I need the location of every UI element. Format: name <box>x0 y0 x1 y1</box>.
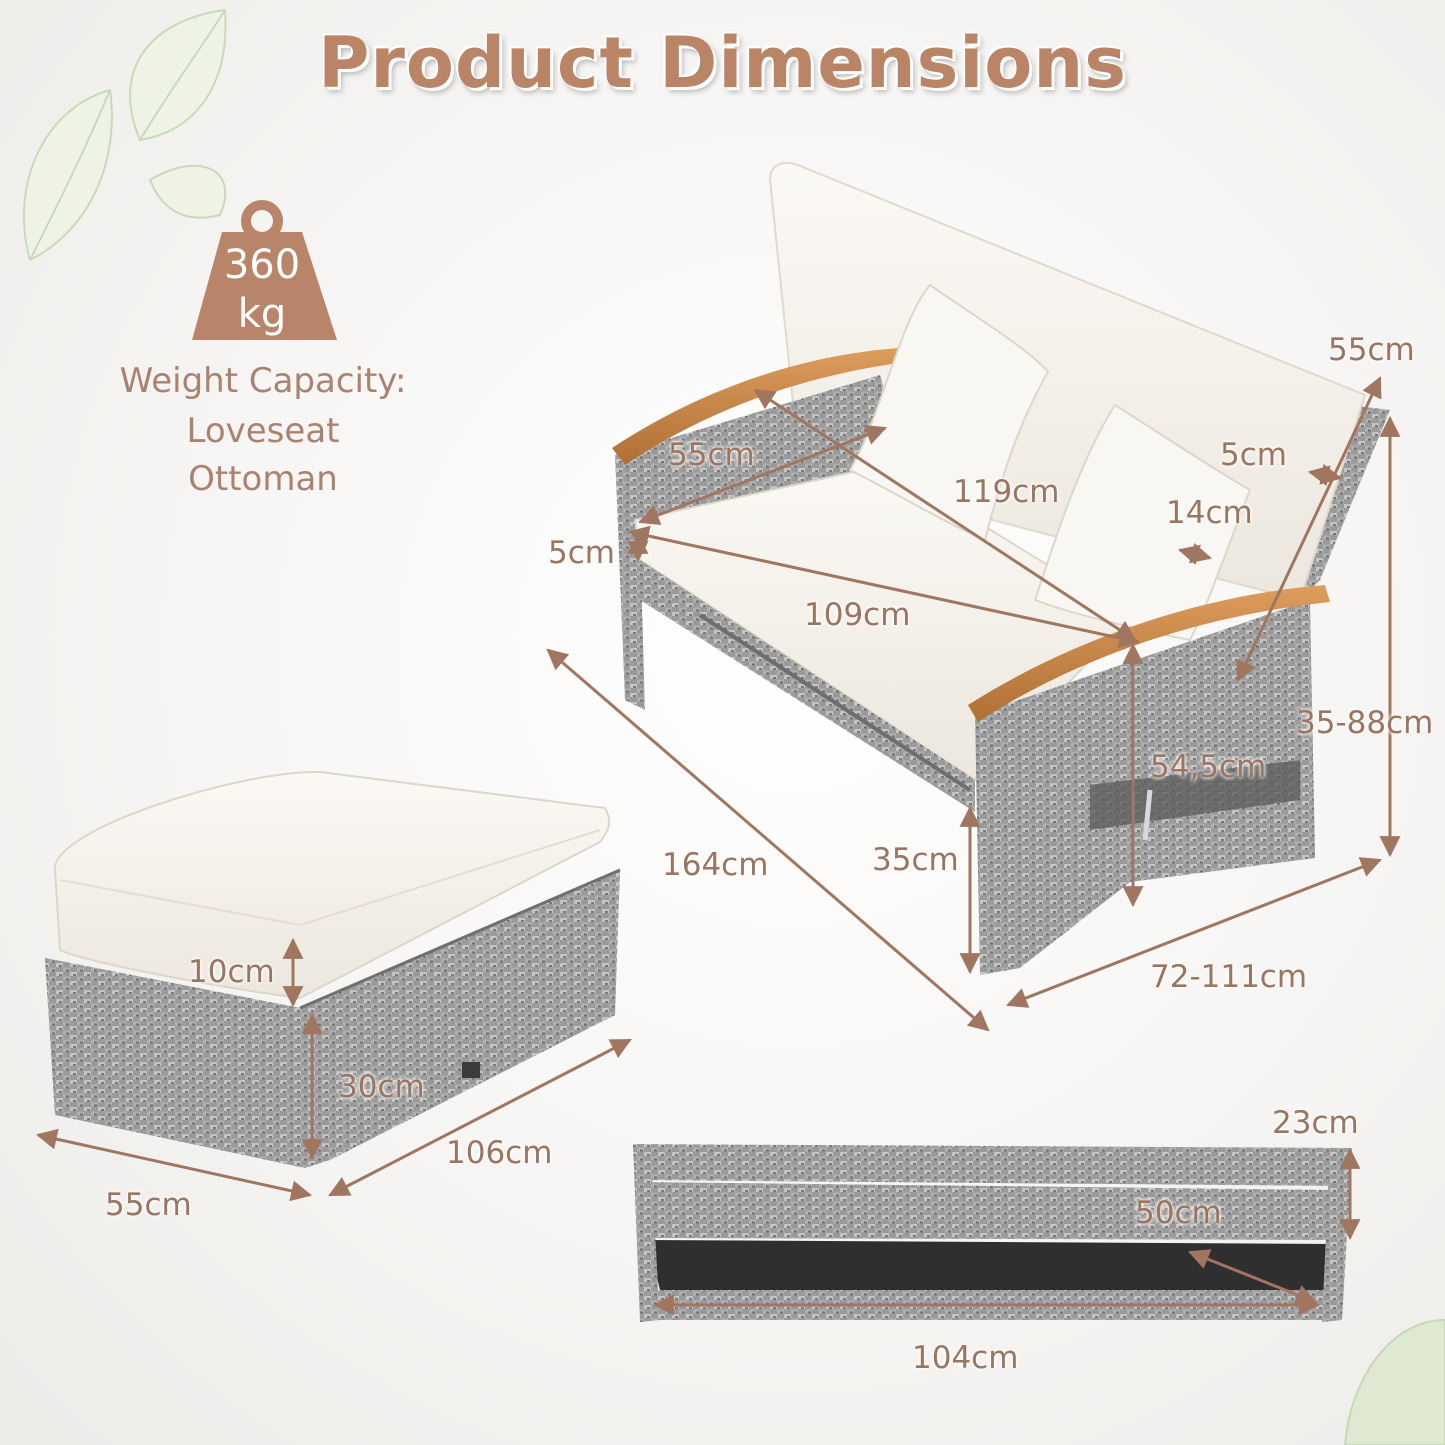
dim-backrest-thickness: 5cm <box>1220 437 1287 473</box>
dim-height: 35-88cm <box>1296 705 1434 741</box>
dimension-lines <box>35 376 1401 1316</box>
dim-table-height: 23cm <box>1272 1105 1359 1141</box>
weight-value: 360 <box>223 242 301 288</box>
dim-seat-height: 35cm <box>872 842 959 878</box>
weight-loveseat: Loveseat <box>186 411 340 451</box>
dim-ottoman-height: 30cm <box>338 1069 425 1105</box>
table-illustration <box>633 1144 1352 1322</box>
ottoman-illustration <box>45 770 621 1168</box>
dim-cushion-thickness: 5cm <box>548 535 615 571</box>
dim-ottoman-cushion: 10cm <box>188 954 275 990</box>
weight-unit: kg <box>237 291 287 337</box>
leaf-decoration-icon <box>22 8 227 262</box>
dim-pillow: 14cm <box>1166 495 1253 531</box>
dim-armrest-depth: 55cm <box>668 437 755 473</box>
dim-ottoman-length: 106cm <box>446 1135 553 1171</box>
dim-width-top: 119cm <box>953 474 1060 510</box>
dim-table-width: 104cm <box>912 1340 1019 1376</box>
dim-seat-width: 109cm <box>804 597 911 633</box>
dim-ottoman-width: 55cm <box>105 1187 192 1223</box>
dim-table-depth: 50cm <box>1135 1195 1222 1231</box>
dim-arm-height: 54,5cm <box>1150 749 1267 785</box>
weight-caption: Weight Capacity: <box>119 361 407 401</box>
page-title: Product Dimensions <box>318 22 1127 104</box>
leaf-decoration-icon <box>1343 1318 1445 1445</box>
weight-ottoman: Ottoman <box>188 459 338 499</box>
dim-depth: 72-111cm <box>1150 959 1308 995</box>
dim-backrest-depth: 55cm <box>1328 332 1415 368</box>
weight-icon <box>192 200 337 340</box>
dim-length: 164cm <box>662 847 769 883</box>
